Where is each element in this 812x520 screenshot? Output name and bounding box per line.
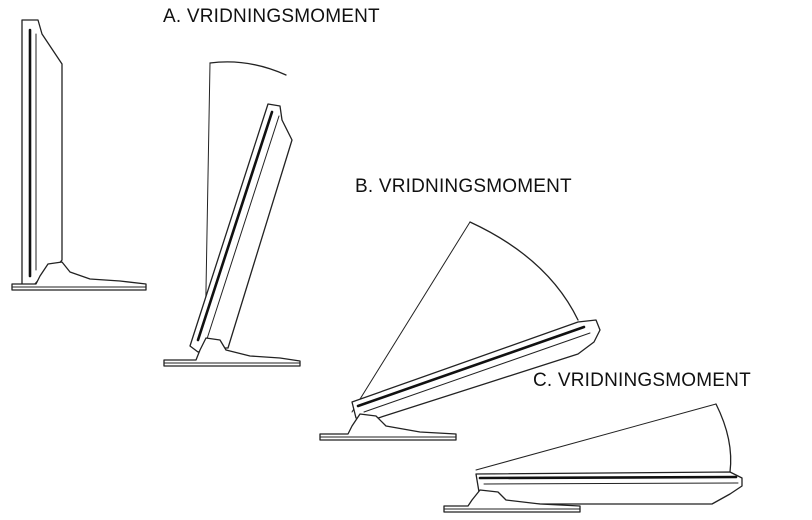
monitor-upright-panel [21, 19, 63, 286]
monitor-tilt-b-screen [356, 325, 586, 408]
monitor-tilt-c [443, 403, 743, 513]
tilt-c-reference-line [475, 403, 717, 471]
label-torque-c: C. VRIDNINGSMOMENT [533, 370, 751, 391]
monitor-upright-stand-neck [11, 261, 147, 291]
tilt-b-reference-line [351, 221, 471, 413]
label-torque-b: B. VRIDNINGSMOMENT [355, 176, 572, 197]
tilt-a-arc [209, 61, 287, 76]
monitor-tilt-a-bezel [205, 115, 280, 343]
monitor-tilt-a [163, 61, 301, 367]
label-torque-a: A. VRIDNINGSMOMENT [163, 6, 380, 27]
monitor-tilt-a-screen [196, 110, 274, 342]
monitor-tilt-a-stand [163, 337, 301, 367]
tilt-b-arc [469, 221, 579, 321]
monitor-tilt-b-stand [319, 413, 457, 441]
monitor-tilt-c-screen [478, 475, 738, 480]
monitor-tilt-b [319, 221, 601, 441]
monitor-tilt-b-bezel [363, 332, 591, 413]
tilt-c-arc [715, 403, 732, 473]
monitor-tilt-c-bezel [483, 482, 739, 485]
monitor-tilt-c-stand [443, 489, 581, 513]
monitor-upright [11, 19, 147, 291]
